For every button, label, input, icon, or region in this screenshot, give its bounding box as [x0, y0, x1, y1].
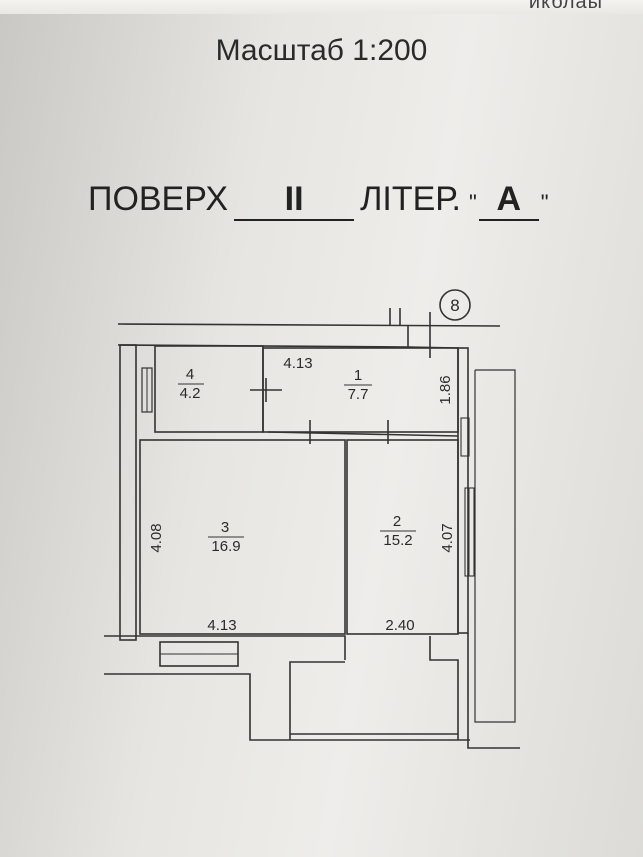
floor-line: ПОВЕРХ II ЛІТЕР. " А " [88, 180, 549, 221]
wall-balcony [289, 661, 345, 740]
room-3-id: 3 [221, 519, 229, 536]
dim-room3-width: 4.13 [207, 617, 236, 634]
top-strip: икблаы [0, 0, 643, 14]
dim-top: 4.13 [283, 355, 312, 372]
wall-bottom-left [104, 635, 346, 660]
quote-open: " [468, 190, 477, 215]
outer-wall-right [474, 369, 516, 723]
room-3-area: 16.9 [211, 538, 240, 555]
axis-marker-label: 8 [450, 296, 459, 315]
wall-balcony-right [429, 636, 459, 740]
dim-room3-height: 4.08 [148, 523, 165, 552]
cut-text: икблаы [528, 0, 603, 13]
dim-room1-height: 1.86 [437, 375, 454, 404]
room-3 [139, 439, 346, 635]
room-4 [154, 345, 264, 433]
window-right-top [460, 417, 470, 457]
wall-right-inner [457, 347, 469, 634]
axis-marker-circle [439, 289, 471, 321]
liter-label: ЛІТЕР. [360, 180, 461, 218]
floor-value: II [234, 180, 355, 221]
room-1-area: 7.7 [348, 386, 369, 403]
dim-room2-height: 4.07 [439, 523, 456, 552]
dim-room2-width: 2.40 [385, 617, 414, 634]
outer-wall-top [117, 323, 501, 327]
liter-value: А [478, 180, 539, 221]
wall-bottom-outer [104, 673, 290, 741]
room-1-id: 1 [354, 367, 362, 384]
quote-close: " [540, 190, 549, 215]
outer-wall-left [119, 344, 137, 641]
room-2 [346, 439, 459, 635]
room-4-id: 4 [186, 366, 194, 383]
floor-label: ПОВЕРХ [88, 180, 229, 218]
wall-segment [267, 431, 459, 437]
room-4-area: 4.2 [180, 385, 201, 402]
room-2-id: 2 [393, 513, 401, 530]
scale-text: Масштаб 1:200 [215, 34, 428, 67]
room-2-area: 15.2 [383, 532, 412, 549]
wall-corner [467, 633, 520, 749]
